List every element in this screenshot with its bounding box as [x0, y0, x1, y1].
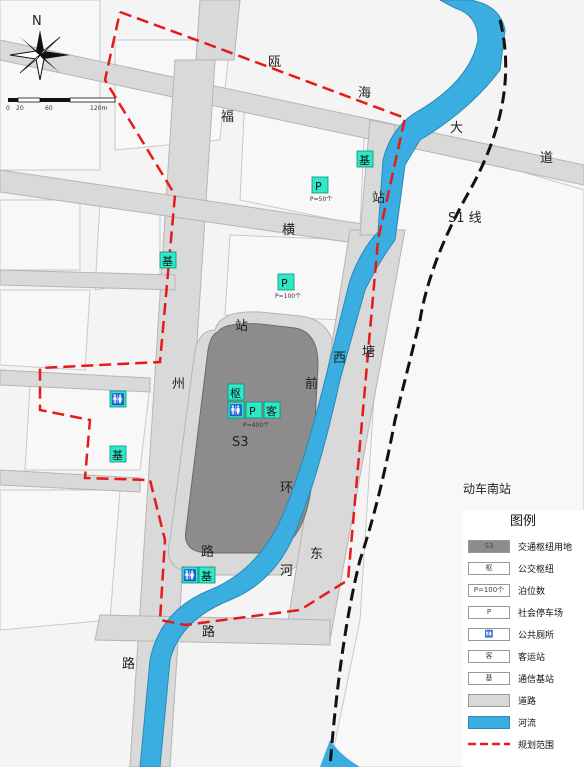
legend-swatch-boundary	[468, 738, 510, 751]
legend-item-road: 道路	[468, 690, 536, 710]
legend-label: 客运站	[518, 652, 546, 663]
legend-item-parking: P 社会停车场	[468, 602, 563, 622]
bus-hub-icon: 枢	[227, 383, 245, 401]
road-labels: 瓯 海 大 道 福 州 路 横 站 前 环 路 路 站 塘 西 河 东 S1 线	[122, 55, 553, 672]
legend-label: 道路	[518, 696, 537, 707]
legend-item-coach: 客 客运站	[468, 646, 545, 666]
zone-label-s3: S3	[232, 435, 249, 450]
scale-tick-120: 120m	[90, 105, 107, 112]
legend-panel: 图例 S3 交通枢纽用地 枢 公交枢纽 P=100个 泊位数 P 社会停车场 🚻…	[462, 510, 584, 767]
legend-item-boundary: 规划范围	[468, 734, 554, 754]
parking-capacity-100: P=100个	[275, 293, 301, 300]
svg-text:基: 基	[359, 154, 370, 167]
legend-item-hub-land: S3 交通枢纽用地	[468, 536, 572, 556]
legend-swatch-river	[468, 715, 510, 729]
legend-label: 公交枢纽	[518, 564, 555, 575]
legend-item-capacity: P=100个 泊位数	[468, 580, 545, 600]
road-label-dong: 东	[310, 547, 323, 562]
toilet-icon: 🚻	[109, 390, 127, 408]
legend-swatch-toilet: 🚻	[468, 627, 510, 641]
legend-item-river: 河流	[468, 712, 536, 732]
legend-label: 河流	[518, 718, 537, 729]
svg-text:🚻: 🚻	[111, 393, 125, 406]
legend-swatch-capacity: P=100个	[468, 583, 510, 597]
scale-tick-20: 20	[16, 105, 24, 112]
coach-station-icon: 客	[263, 401, 281, 419]
svg-text:客: 客	[266, 404, 277, 418]
parking-icon: P	[311, 176, 329, 194]
road-label-zhan-ring: 站	[235, 319, 248, 334]
road-label-qian: 前	[305, 376, 318, 392]
svg-text:基: 基	[162, 255, 173, 268]
base-station-icon: 基	[198, 566, 216, 584]
svg-text:🚻: 🚻	[183, 569, 197, 582]
s1-line-label: S1 线	[448, 211, 482, 226]
legend-swatch-base-station: 基	[468, 671, 510, 685]
svg-text:P: P	[281, 277, 288, 290]
legend-item-toilet: 🚻 公共厕所	[468, 624, 554, 644]
svg-text:基: 基	[112, 449, 123, 462]
legend-label: 通信基站	[518, 674, 555, 685]
svg-text:🚻: 🚻	[229, 404, 243, 417]
legend-label: 社会停车场	[518, 608, 564, 619]
svg-text:基: 基	[201, 570, 212, 583]
base-station-icon: 基	[356, 150, 374, 168]
legend-label: 公共厕所	[518, 630, 555, 641]
road-label-tang: 塘	[362, 344, 375, 360]
road-label-da: 大	[450, 121, 463, 136]
hub-zone-s3	[185, 323, 319, 554]
scale-bar: 0 20 60 120m	[6, 97, 116, 112]
road-label-zhan-tang: 站	[372, 191, 385, 206]
scale-tick-0: 0	[6, 105, 10, 112]
legend-label: 泊位数	[518, 586, 546, 597]
road-label-ou: 瓯	[268, 55, 281, 70]
road-label-zhou: 州	[172, 377, 185, 392]
parking-capacity-50: P=50个	[310, 196, 332, 203]
road-label-hai: 海	[358, 86, 371, 101]
road-label-he: 河	[280, 564, 293, 579]
road-label-fu: 福	[221, 110, 234, 125]
road-label-heng: 横	[282, 223, 295, 238]
river	[139, 0, 506, 767]
legend-swatch-bus-hub: 枢	[468, 561, 510, 575]
road-label-dao: 道	[540, 151, 553, 166]
map-icons: 基 基 基 基 P P=50个 P P=100个 枢	[109, 150, 374, 584]
base-station-icon: 基	[109, 445, 127, 463]
legend-label: 交通枢纽用地	[518, 542, 573, 553]
road-label-xi: 西	[333, 351, 346, 366]
road-label-lu-fuzhou: 路	[122, 656, 135, 672]
parking-icon: P	[245, 401, 263, 419]
toilet-icon: 🚻	[181, 566, 199, 584]
road-label-lu-bottom: 路	[202, 624, 215, 640]
svg-text:P: P	[249, 405, 256, 418]
svg-text:P: P	[315, 180, 322, 193]
legend-swatch-road	[468, 693, 510, 707]
legend-title: 图例	[509, 514, 536, 529]
legend-swatch-hub-land: S3	[468, 539, 510, 553]
base-station-icon: 基	[159, 251, 177, 269]
legend-label: 规划范围	[518, 740, 555, 751]
legend-item-base-station: 基 通信基站	[468, 668, 554, 688]
compass-rose: N	[9, 14, 70, 81]
legend-swatch-coach: 客	[468, 649, 510, 663]
road-label-huan: 环	[280, 481, 293, 496]
s1-metro-line	[328, 19, 508, 767]
legend-swatch-parking: P	[468, 605, 510, 619]
road-label-lu-ring: 路	[201, 544, 214, 560]
station-name-label: 动车南站	[463, 482, 512, 496]
legend-item-bus-hub: 枢 公交枢纽	[468, 558, 554, 578]
toilet-icon: 🚻	[227, 401, 245, 419]
parking-icon: P	[277, 273, 295, 291]
svg-text:枢: 枢	[230, 386, 241, 400]
scale-tick-60: 60	[45, 105, 53, 112]
compass-north-label: N	[32, 14, 42, 29]
parking-capacity-400: P=400个	[243, 422, 269, 429]
